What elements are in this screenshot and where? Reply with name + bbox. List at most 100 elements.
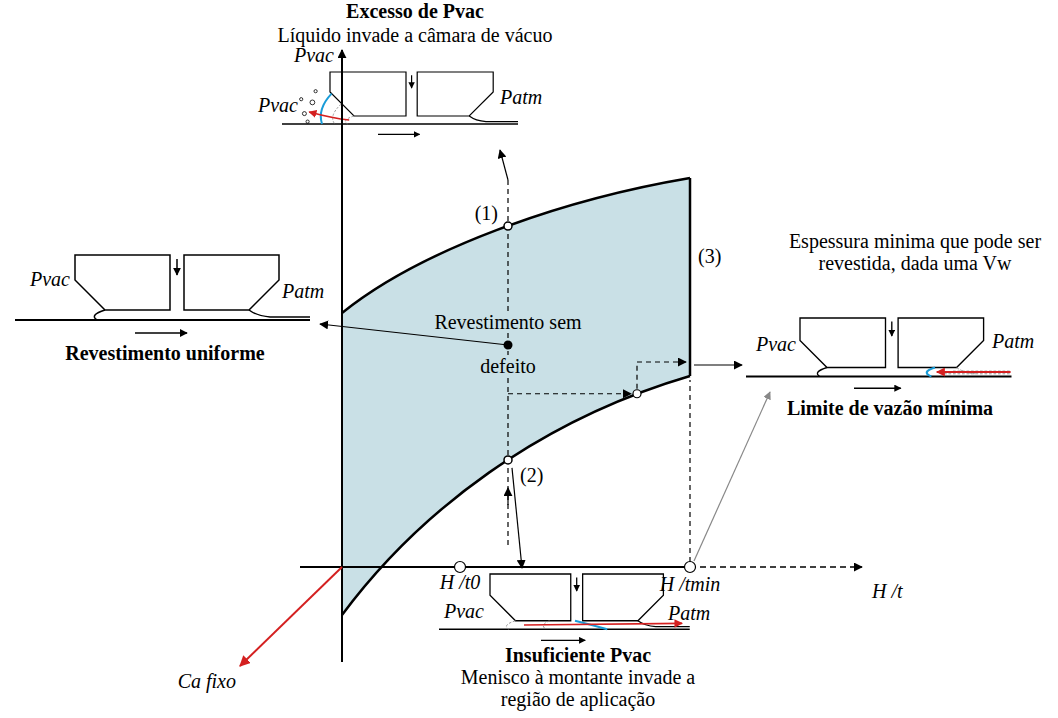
drawing-path: [937, 371, 1011, 373]
label-holder: Patm: [668, 602, 710, 624]
callout-number: (2): [520, 464, 543, 486]
limit-point: [504, 222, 512, 230]
drawing-polygon: [75, 255, 170, 310]
parameter-label: Ca fixo: [178, 670, 236, 692]
drawing-line: [135, 332, 187, 334]
ca-fixed-arrow: [240, 567, 342, 666]
drawing-path: [333, 104, 342, 124]
limit-point: [504, 456, 512, 464]
coating-window-region: Revestimento sem defeito: [342, 178, 690, 615]
drawing-path: [469, 116, 518, 122]
label-holder: Ca fixo: [178, 670, 236, 692]
pressure-label: Pvac: [258, 94, 298, 116]
axis-label: H /t: [872, 580, 903, 602]
case-title: Excesso de Pvac: [346, 0, 484, 22]
case-description: Líquido invade a câmara de vácuo: [278, 24, 553, 46]
up-arrow: [500, 150, 508, 180]
label-holder: Espessura minima que pode ser revestida,…: [784, 230, 1046, 274]
right-limit-line: [689, 178, 692, 376]
drawing-g: [15, 72, 1012, 640]
drawing-line: [378, 134, 420, 135]
leader-arrow: [694, 364, 742, 365]
drawing-polygon: [800, 318, 886, 368]
label-holder: Revestimento uniforme: [65, 342, 264, 364]
label-holder: Limite de vazão mínima: [787, 397, 993, 419]
step-dashed: [637, 361, 686, 362]
drawing-line: [891, 322, 892, 336]
drawing-circle: [310, 100, 315, 105]
case-description: Espessura minima que pode ser revestida,…: [789, 230, 1041, 274]
label-holder: Insuficiente Pvac: [505, 644, 651, 666]
pressure-label: Patm: [500, 86, 542, 108]
axis-tick-label: H /t0: [440, 571, 481, 593]
axis-label: Pvac: [294, 44, 334, 66]
label-holder: Pvac: [756, 333, 796, 355]
drawing-polygon: [417, 72, 493, 116]
label-holder: Líquido invade a câmara de vácuo: [278, 24, 553, 46]
label-holder: Patm: [282, 280, 324, 302]
up-arrow: [507, 488, 508, 505]
callout-number: (1): [475, 202, 498, 224]
lower-limit-curve: [342, 376, 690, 615]
drawing-g: [282, 72, 518, 134]
axis-point: [685, 562, 696, 573]
drawing-path: [506, 621, 515, 630]
axis-point: [455, 562, 466, 573]
leader-line: [694, 392, 770, 561]
label-holder: Pvac: [258, 94, 298, 116]
label-holder: Excesso de Pvac: [346, 0, 484, 22]
drawing-circle: [306, 120, 309, 123]
drawing-path: [524, 623, 682, 625]
pressure-label: Patm: [668, 602, 710, 624]
label-holder: (3): [698, 245, 721, 267]
drawing-polygon: [583, 574, 664, 621]
pressure-label: Patm: [992, 330, 1034, 352]
upper-limit-curve: [342, 178, 690, 313]
limit-point: [633, 390, 641, 398]
step-dashed: [636, 362, 637, 389]
drawing-line: [944, 373, 1012, 374]
pressure-label: Pvac: [756, 333, 796, 355]
drawing-path: [309, 112, 349, 120]
drawing-path: [249, 310, 310, 317]
drawing-g: [746, 318, 1012, 388]
region-text-holder: Revestimento sem defeito: [433, 300, 583, 388]
step-dashed: [508, 393, 631, 394]
case-description: Menisco à montante invade a região de ap…: [461, 666, 695, 710]
drawing-line: [282, 123, 518, 125]
drawing-line: [176, 259, 178, 275]
case-title: Insuficiente Pvac: [505, 644, 651, 666]
label-holder: Pvac: [294, 44, 334, 66]
drawing-polygon: [490, 574, 571, 621]
drawing-circle: [302, 112, 306, 116]
drawing-path: [94, 310, 105, 320]
pressure-label: Pvac: [444, 600, 484, 622]
drawing-line: [411, 75, 412, 88]
label-holder: Pvac: [30, 268, 70, 290]
drawing-circle: [314, 90, 317, 93]
drawing-line: [746, 376, 1012, 378]
pressure-label: Patm: [282, 280, 324, 302]
drawing-polygon: [898, 318, 984, 368]
drawing-path: [927, 368, 935, 377]
label-holder: Menisco à montante invade a região de ap…: [453, 666, 703, 710]
callout-number: (3): [698, 245, 721, 267]
label-holder: H /tmin: [660, 573, 721, 595]
drawing-line: [576, 577, 577, 591]
region-fill: [342, 178, 690, 615]
label-holder: H /t: [872, 580, 903, 602]
drawing-line: [854, 388, 901, 389]
drawing-line: [15, 319, 310, 321]
x-axis-dashed: [690, 566, 862, 568]
region-label: Revestimento sem defeito: [434, 311, 581, 377]
drawing-line: [541, 640, 585, 641]
drawing-path: [817, 368, 827, 377]
axis-tick-label: H /tmin: [660, 573, 721, 595]
operating-point: [504, 341, 513, 350]
drawing-g: [15, 255, 310, 333]
drawing-path: [321, 94, 332, 124]
drawing-circle: [300, 98, 303, 101]
drawing-line: [439, 628, 690, 630]
label-holder: H /t0: [440, 571, 481, 593]
label-holder: Patm: [500, 86, 542, 108]
